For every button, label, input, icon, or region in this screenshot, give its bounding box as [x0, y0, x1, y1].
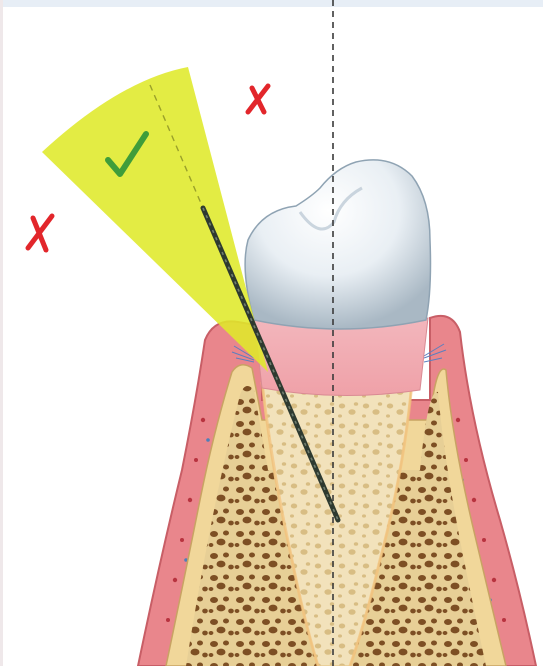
acceptable-angle-zone — [42, 67, 268, 372]
top-border-band — [0, 0, 543, 7]
incorrect-marker-top — [248, 86, 268, 112]
left-border-line — [0, 0, 3, 666]
incorrect-marker-left — [28, 216, 52, 250]
tooth-crown — [245, 160, 430, 329]
